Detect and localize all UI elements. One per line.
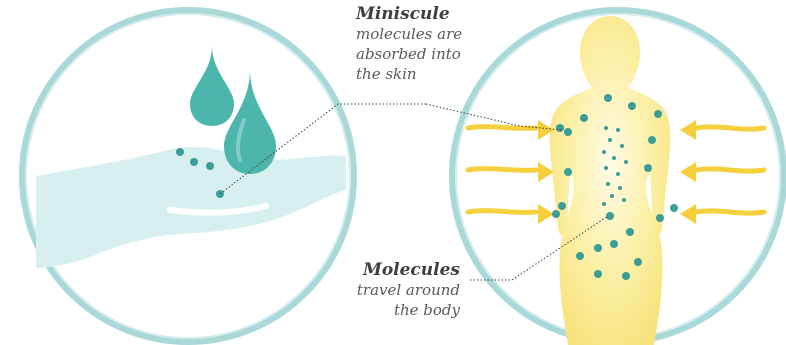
molecule-dot [610, 240, 618, 248]
molecule-dot-small [620, 144, 624, 148]
travel-label-title: Molecules [336, 260, 460, 280]
molecule-dot-small [612, 156, 616, 160]
droplet-icon [224, 70, 276, 174]
molecule-dot [190, 158, 198, 166]
molecule-dot [622, 272, 630, 280]
molecule-dot-small [610, 194, 614, 198]
arrow-icon [468, 120, 554, 140]
molecule-dot [654, 110, 662, 118]
travel-label: Molecules travel around the body [336, 260, 460, 320]
molecule-dot-small [602, 150, 606, 154]
molecule-dot-small [604, 126, 608, 130]
molecule-dot-small [608, 138, 612, 142]
molecule-dot [216, 190, 224, 198]
molecule-dot [628, 102, 636, 110]
molecule-dot [556, 124, 564, 132]
arrow-icon [680, 120, 764, 140]
hand-icon [36, 147, 346, 268]
molecule-dot [552, 210, 560, 218]
molecule-dot [580, 114, 588, 122]
molecule-dot [648, 136, 656, 144]
left-panel [22, 10, 354, 342]
molecule-dot [564, 128, 572, 136]
travel-label-line: travel around [336, 280, 460, 300]
molecule-dot [594, 270, 602, 278]
molecule-dot [644, 164, 652, 172]
arrow-icon [468, 162, 554, 182]
absorption-label-line: the skin [356, 64, 526, 84]
molecule-dot [564, 168, 572, 176]
molecule-dot [576, 252, 584, 260]
arrow-icon [680, 162, 764, 182]
absorption-label-line: molecules are [356, 24, 526, 44]
molecule-dot [594, 244, 602, 252]
molecule-dot [606, 212, 614, 220]
molecule-dot [206, 162, 214, 170]
absorption-label: Miniscule molecules are absorbed into th… [356, 4, 526, 84]
molecule-dot-small [618, 186, 622, 190]
molecule-dot [558, 202, 566, 210]
molecule-dot [626, 228, 634, 236]
molecule-dot [176, 148, 184, 156]
arrow-icon [468, 204, 554, 224]
body-silhouette-icon [550, 16, 671, 345]
arrow-icon [680, 204, 764, 224]
droplet-icon [190, 46, 234, 126]
travel-label-line: the body [336, 300, 460, 320]
molecule-dot [670, 204, 678, 212]
molecule-dot-small [602, 202, 606, 206]
molecule-dot-small [606, 182, 610, 186]
molecule-dot-small [616, 128, 620, 132]
molecule-dot-small [622, 198, 626, 202]
molecule-dot [604, 94, 612, 102]
absorption-label-title: Miniscule [356, 4, 526, 24]
molecule-dot [634, 258, 642, 266]
molecule-dot-small [624, 160, 628, 164]
molecule-dot-small [616, 172, 620, 176]
absorption-label-line: absorbed into [356, 44, 526, 64]
molecule-dot [656, 214, 664, 222]
molecule-dot-small [604, 166, 608, 170]
